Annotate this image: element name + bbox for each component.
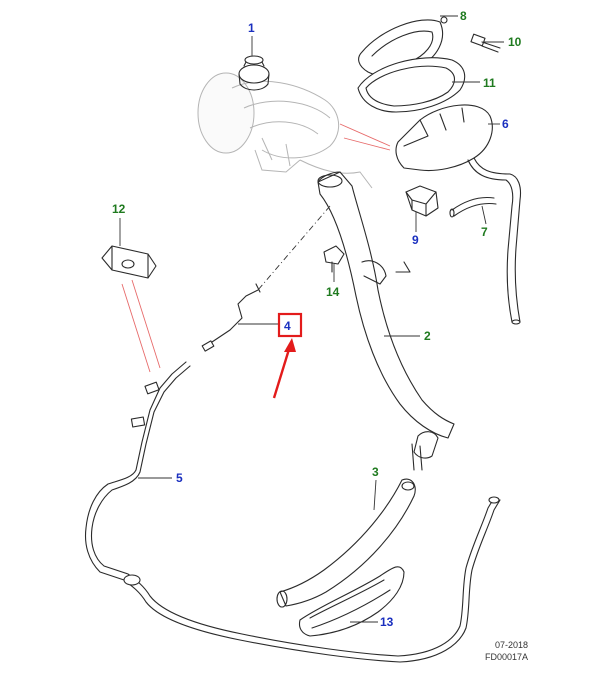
callout-7: 7: [481, 225, 488, 239]
callout-11: 11: [483, 76, 496, 90]
part-9-actuator: [405, 185, 439, 217]
part-10-bolt: [470, 33, 501, 53]
part-14-clip: [323, 245, 345, 273]
footer-code: FD00017A: [484, 652, 528, 662]
callout-13: 13: [380, 615, 394, 629]
highlight-callout-4: [272, 312, 303, 399]
callouts: 1 2 3 4 5 6 7 8 9 10 11 12 13 14: [112, 9, 522, 629]
callout-5: 5: [176, 471, 183, 485]
part-6-filler-housing: [395, 104, 522, 325]
callout-4: 4: [284, 319, 291, 333]
callout-3: 3: [372, 465, 379, 479]
part-12-bracket: [101, 245, 157, 279]
callout-8: 8: [460, 9, 467, 23]
highlight-arrow-head: [284, 338, 296, 352]
highlight-box: [277, 312, 303, 338]
part-5-vent-line: [84, 361, 501, 663]
callout-1: 1: [248, 21, 255, 35]
footer-date: 07-2018: [494, 640, 528, 650]
part-7-hose: [449, 196, 497, 218]
callout-14: 14: [326, 285, 340, 299]
callout-9: 9: [412, 233, 419, 247]
highlight-arrow-shaft: [272, 345, 292, 399]
part-11-flap-frame: [357, 57, 466, 113]
leader-lines: [119, 15, 504, 623]
callout-12: 12: [112, 202, 126, 216]
part-4-vent-pipe: [201, 283, 261, 352]
part-2-filler-pipe: [317, 171, 455, 471]
part-3-lower-hose: [276, 478, 416, 608]
relationship-lines: [121, 123, 391, 373]
part-13-heat-shield: [298, 566, 405, 637]
ghost-body-outline: [197, 72, 373, 189]
part-1-filler-cap: [238, 55, 270, 91]
callout-6: 6: [502, 117, 509, 131]
callout-10: 10: [508, 35, 522, 49]
callout-2: 2: [424, 329, 431, 343]
